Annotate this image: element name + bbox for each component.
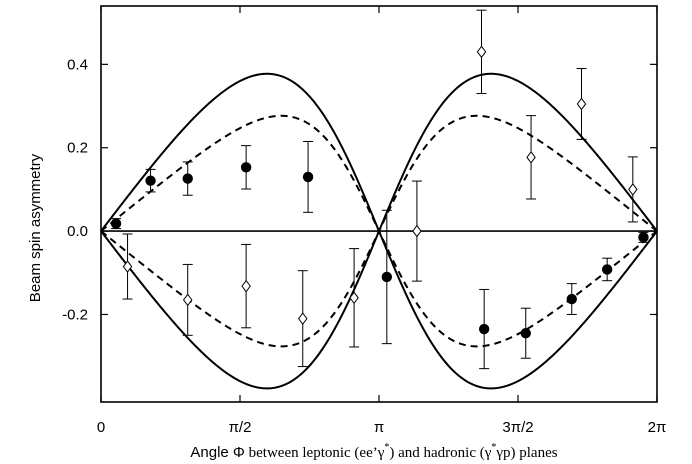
series-2-point-10: [627, 156, 638, 223]
marker-open-diamond: [122, 260, 133, 273]
x-tick-label-5: 2π: [648, 419, 667, 436]
x-axis-label-part-a: between leptonic (ee’γ: [245, 445, 385, 461]
series-2-point-8: [526, 115, 537, 200]
marker-open-diamond: [349, 291, 359, 305]
plot-frame: [100, 5, 658, 403]
series-2-point-6: [411, 180, 422, 282]
marker-filled-circle: [145, 175, 156, 186]
y-tick-label-2: 0.0: [67, 223, 88, 240]
tick-labels: 0 π/2 π 3π/2 2π -0.2 0.0 0.2 0.4: [62, 56, 666, 436]
series-1-point-4: [240, 145, 252, 190]
marker-open-diamond: [476, 45, 487, 59]
series-2-point-2: [182, 263, 193, 336]
x-axis-label-part-b: ) and hadronic (γ: [389, 445, 491, 461]
y-tick-label-4: 0.4: [67, 56, 88, 73]
y-axis-label: Beam spin asymmetry: [27, 153, 44, 302]
marker-filled-circle: [566, 293, 577, 305]
marker-open-diamond: [412, 224, 422, 238]
series-2-point-9: [576, 68, 587, 140]
marker-filled-circle: [520, 328, 531, 339]
series-1-point-6: [381, 209, 393, 345]
x-tick-label-2: π/2: [229, 419, 252, 436]
series-1-point-9: [566, 283, 577, 315]
series-1-point-8: [520, 307, 531, 359]
marker-filled-circle: [638, 232, 649, 243]
series-1-point-11: [638, 231, 649, 243]
series-2-point-5: [349, 248, 360, 348]
x-axis-label-sans: Angle Φ: [190, 444, 245, 461]
series-2-point-7: [476, 9, 487, 95]
marker-open-diamond: [182, 293, 193, 307]
series-1-point-2: [145, 168, 156, 193]
x-tick-label-1: 0: [97, 419, 105, 436]
series-1-point-10: [601, 257, 613, 282]
x-axis-label-part-c: γp) planes: [495, 445, 557, 461]
x-axis-label: Angle Φ between leptonic (ee’γ*) and had…: [190, 442, 557, 461]
marker-open-diamond: [241, 279, 251, 293]
series-1-point-1: [110, 218, 122, 230]
axes: [100, 5, 658, 403]
marker-filled-circle: [478, 323, 490, 335]
series-2-point-3: [241, 243, 252, 329]
series-2-point-1: [122, 233, 133, 300]
marker-open-diamond: [628, 183, 638, 196]
series-1-point-3: [182, 161, 193, 196]
x-tick-label-3: π: [374, 419, 384, 436]
x-axis-label-sup-a: *: [384, 442, 389, 453]
marker-filled-circle: [182, 173, 193, 184]
marker-open-diamond: [298, 312, 308, 325]
marker-filled-circle: [240, 162, 252, 173]
x-axis-label-sup-b: *: [491, 442, 496, 453]
marker-filled-circle: [601, 264, 613, 275]
marker-open-diamond: [576, 97, 587, 111]
marker-filled-circle: [302, 171, 314, 183]
y-tick-label-3: 0.2: [67, 140, 88, 157]
data-points: [110, 9, 649, 370]
marker-filled-circle: [381, 271, 393, 283]
series-1-point-5: [302, 140, 314, 213]
series-2-point-4: [297, 270, 308, 368]
marker-open-diamond: [526, 150, 536, 164]
marker-filled-circle: [110, 218, 122, 229]
x-tick-label-4: 3π/2: [502, 419, 533, 436]
series-1-point-7: [478, 288, 490, 370]
y-tick-label-1: -0.2: [62, 306, 88, 323]
